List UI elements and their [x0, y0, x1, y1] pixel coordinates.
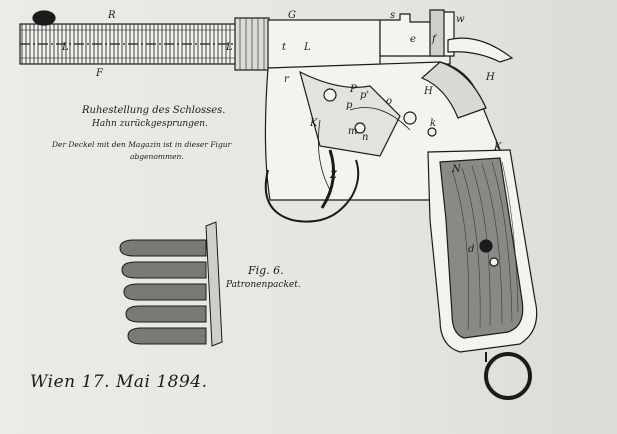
- label-r: r: [284, 74, 290, 85]
- label-K2: K: [493, 142, 502, 153]
- label-p: p: [346, 100, 353, 111]
- label-H2: H: [423, 86, 433, 97]
- label-f: f: [431, 34, 438, 45]
- label-e: e: [410, 34, 416, 45]
- trigger-guard: [264, 149, 360, 223]
- label-o: o: [386, 96, 392, 107]
- label-Z: Z: [329, 170, 338, 181]
- caption-title: Ruhestellung des Schlosses.: [82, 105, 226, 116]
- part-labels: R G s w L L t L e f F H r P p p' o H K m…: [61, 10, 502, 255]
- cartridge-clip: [119, 221, 223, 347]
- label-L3: L: [303, 42, 311, 53]
- label-k: k: [430, 118, 436, 129]
- handwritten-signature: Wien 17. Mai 1894.: [30, 372, 208, 392]
- label-p-prime: p': [360, 90, 369, 101]
- figure-label: Fig. 6.: [248, 264, 284, 277]
- grip: [427, 149, 538, 400]
- label-G: G: [288, 10, 296, 21]
- label-K1: K: [309, 118, 318, 129]
- label-n: n: [362, 132, 368, 143]
- label-P: P: [349, 84, 357, 95]
- barrel: [19, 9, 514, 71]
- label-H1: H: [485, 72, 495, 83]
- figure-sublabel: Patronenpacket.: [226, 280, 301, 290]
- caption-subtitle: Hahn zurückgesprungen.: [92, 119, 208, 129]
- caption-note-2: abgenommen.: [130, 152, 184, 161]
- label-N: N: [451, 164, 462, 175]
- caption-note-1: Der Deckel mit den Magazin ist in dieser…: [52, 140, 232, 149]
- label-L2: L: [225, 42, 233, 53]
- label-t: t: [282, 42, 287, 53]
- label-L1: L: [61, 42, 69, 53]
- label-w: w: [456, 14, 465, 25]
- label-m: m: [348, 126, 357, 137]
- label-F: F: [95, 68, 104, 79]
- label-s: s: [390, 10, 395, 21]
- label-d: d: [468, 244, 474, 255]
- label-R: R: [107, 10, 116, 21]
